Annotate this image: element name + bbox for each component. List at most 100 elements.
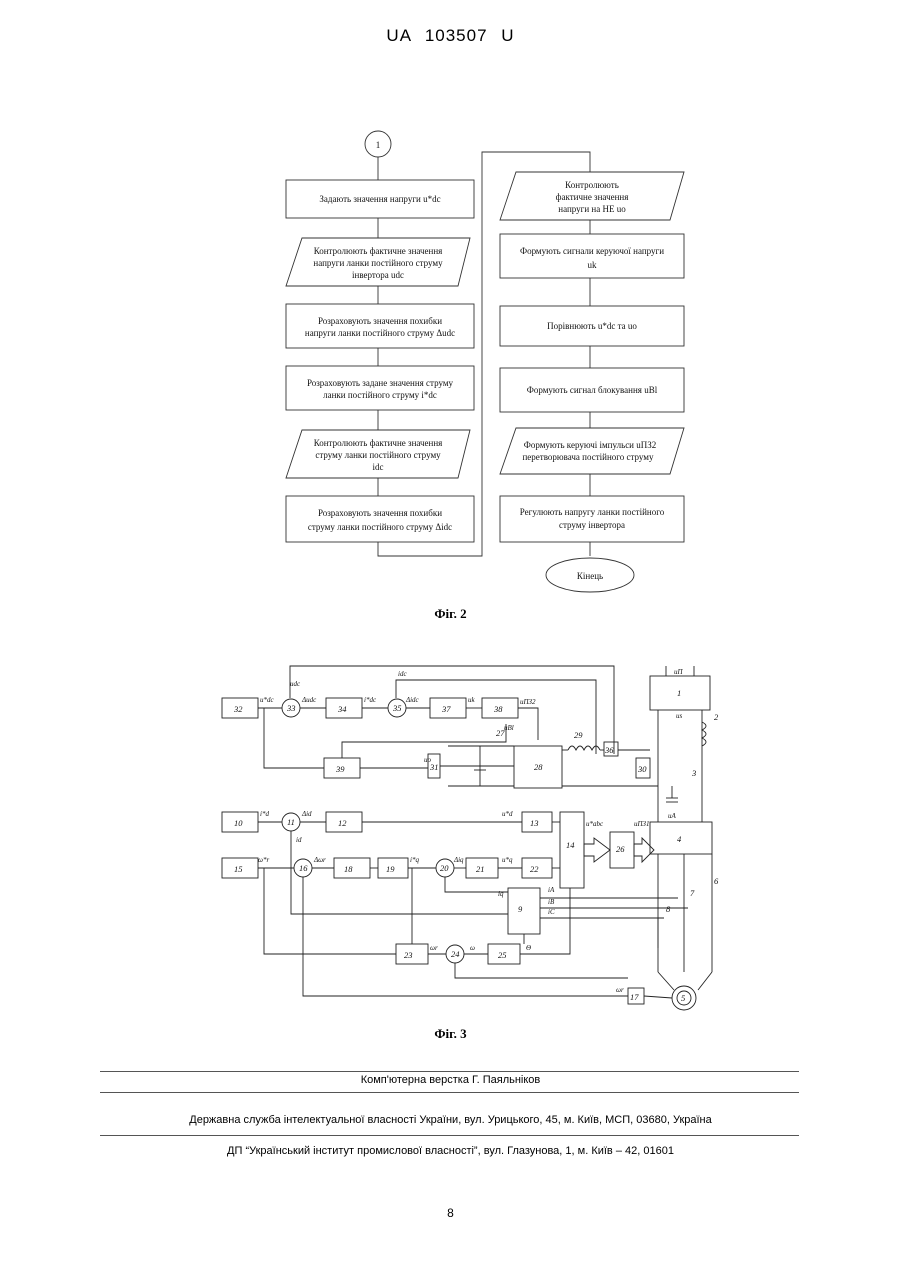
agency-address: Державна служба інтелектуальної власност… (0, 1114, 901, 1126)
svg-text:7: 7 (690, 888, 695, 898)
svg-text:6: 6 (714, 876, 719, 886)
svg-text:24: 24 (451, 949, 460, 959)
svg-text:uП: uП (674, 668, 684, 676)
svg-text:i*d: i*d (260, 810, 269, 818)
svg-text:струму ланки постійного струму: струму ланки постійного струму Δidc (308, 522, 452, 532)
svg-text:21: 21 (476, 864, 485, 874)
svg-text:2: 2 (714, 712, 719, 722)
svg-text:5: 5 (681, 993, 685, 1003)
svg-text:39: 39 (335, 764, 345, 774)
svg-text:32: 32 (233, 704, 243, 714)
svg-text:30: 30 (637, 764, 647, 774)
svg-text:22: 22 (530, 864, 539, 874)
svg-text:ω*r: ω*r (258, 856, 269, 864)
connector-label: 1 (376, 140, 381, 150)
svg-text:Задають значення напруги u*dc: Задають значення напруги u*dc (319, 194, 440, 204)
svg-text:фактичне значення: фактичне значення (556, 192, 629, 202)
svg-text:11: 11 (287, 817, 295, 827)
svg-text:напруги ланки постійного струм: напруги ланки постійного струму (313, 258, 443, 268)
svg-text:Формують сигнали керуючої напр: Формують сигнали керуючої напруги (520, 246, 664, 256)
svg-text:струму інвертора: струму інвертора (559, 520, 625, 530)
footer-divider (100, 1092, 799, 1093)
svg-text:напруги ланки постійного струм: напруги ланки постійного струму Δudc (305, 328, 455, 338)
svg-text:uПЗ2: uПЗ2 (520, 698, 536, 706)
svg-text:12: 12 (338, 818, 347, 828)
flowchart-figure-2: 1 Задають значення напруги u*dc Контролю… (270, 128, 700, 598)
svg-text:інвертора udc: інвертора udc (352, 270, 404, 280)
svg-text:Регулюють напругу ланки постій: Регулюють напругу ланки постійного (520, 507, 665, 517)
svg-text:Порівнюють u*dc та uо: Порівнюють u*dc та uо (547, 321, 637, 331)
svg-text:29: 29 (574, 730, 583, 740)
footer-divider (100, 1071, 799, 1072)
svg-text:uk: uk (468, 696, 476, 704)
svg-text:Контролюють фактичне значення: Контролюють фактичне значення (314, 438, 443, 448)
svg-text:Контролюють: Контролюють (565, 180, 619, 190)
svg-text:uо: uо (424, 756, 432, 764)
svg-text:38: 38 (493, 704, 503, 714)
svg-text:37: 37 (441, 704, 451, 714)
svg-text:iA: iA (548, 886, 555, 894)
svg-text:Формують керуючі імпульси uПЗ2: Формують керуючі імпульси uПЗ2 (524, 440, 657, 450)
svg-text:uПЗ1: uПЗ1 (634, 820, 650, 828)
svg-text:uA: uA (668, 812, 677, 820)
svg-text:ωr: ωr (616, 986, 624, 994)
svg-text:35: 35 (392, 703, 402, 713)
svg-text:u*q: u*q (502, 856, 513, 864)
svg-text:udc: udc (290, 680, 301, 688)
svg-text:напруги на НЕ uо: напруги на НЕ uо (558, 204, 626, 214)
svg-text:i*q: i*q (410, 856, 419, 864)
svg-text:Кінець: Кінець (577, 571, 603, 581)
svg-text:Формують сигнал блокування uBl: Формують сигнал блокування uBl (527, 385, 658, 395)
svg-text:iC: iC (548, 908, 555, 916)
svg-text:idc: idc (373, 462, 384, 472)
svg-text:34: 34 (337, 704, 347, 714)
svg-text:1: 1 (677, 688, 681, 698)
svg-text:16: 16 (299, 863, 308, 873)
svg-text:us: us (676, 712, 683, 720)
svg-text:Δiq: Δiq (453, 856, 464, 864)
svg-text:ω: ω (470, 944, 475, 952)
svg-text:17: 17 (630, 992, 639, 1002)
svg-text:i*dc: i*dc (364, 696, 377, 704)
svg-text:18: 18 (344, 864, 353, 874)
svg-text:33: 33 (286, 703, 296, 713)
figure-2-caption: Фіг. 2 (0, 606, 901, 622)
svg-text:ωr: ωr (430, 944, 438, 952)
svg-text:9: 9 (518, 904, 523, 914)
svg-text:14: 14 (566, 840, 575, 850)
document-id: UA 103507 U (0, 26, 901, 46)
svg-text:Розраховують значення похибки: Розраховують значення похибки (318, 508, 442, 518)
svg-text:19: 19 (386, 864, 395, 874)
svg-text:перетворювача постійного струм: перетворювача постійного струму (522, 452, 654, 462)
svg-text:id: id (296, 836, 302, 844)
page-number: 8 (0, 1206, 901, 1220)
svg-text:13: 13 (530, 818, 539, 828)
svg-text:Θ: Θ (526, 944, 531, 952)
svg-text:Δid: Δid (301, 810, 312, 818)
svg-text:uk: uk (588, 260, 598, 270)
svg-text:26: 26 (616, 844, 625, 854)
svg-text:Δudc: Δudc (301, 696, 317, 704)
svg-text:36: 36 (604, 745, 614, 755)
layout-credit: Комп'ютерна верстка Г. Паяльніков (0, 1074, 901, 1086)
block-diagram-figure-3: 32 33 34 35 37 38 39 31 27 28 29 36 30 1… (218, 662, 738, 1020)
svg-text:Δidc: Δidc (405, 696, 420, 704)
svg-text:20: 20 (440, 863, 449, 873)
svg-text:струму ланки постійного струму: струму ланки постійного струму (315, 450, 441, 460)
svg-text:25: 25 (498, 950, 507, 960)
institute-address: ДП “Український інститут промислової вла… (0, 1145, 901, 1157)
svg-text:u*abc: u*abc (586, 820, 604, 828)
svg-text:Розраховують значення похибки: Розраховують значення похибки (318, 316, 442, 326)
svg-text:28: 28 (534, 762, 543, 772)
svg-text:uBl: uBl (504, 724, 514, 732)
svg-text:8: 8 (666, 904, 671, 914)
svg-text:u*dc: u*dc (260, 696, 275, 704)
figure-3-caption: Фіг. 3 (0, 1026, 901, 1042)
svg-text:Розраховують задане значення с: Розраховують задане значення струму (307, 378, 454, 388)
svg-text:Контролюють фактичне значення: Контролюють фактичне значення (314, 246, 443, 256)
svg-text:4: 4 (677, 834, 682, 844)
svg-text:iq: iq (498, 890, 504, 898)
svg-text:u*d: u*d (502, 810, 513, 818)
svg-text:15: 15 (234, 864, 243, 874)
svg-text:Δωr: Δωr (313, 856, 326, 864)
